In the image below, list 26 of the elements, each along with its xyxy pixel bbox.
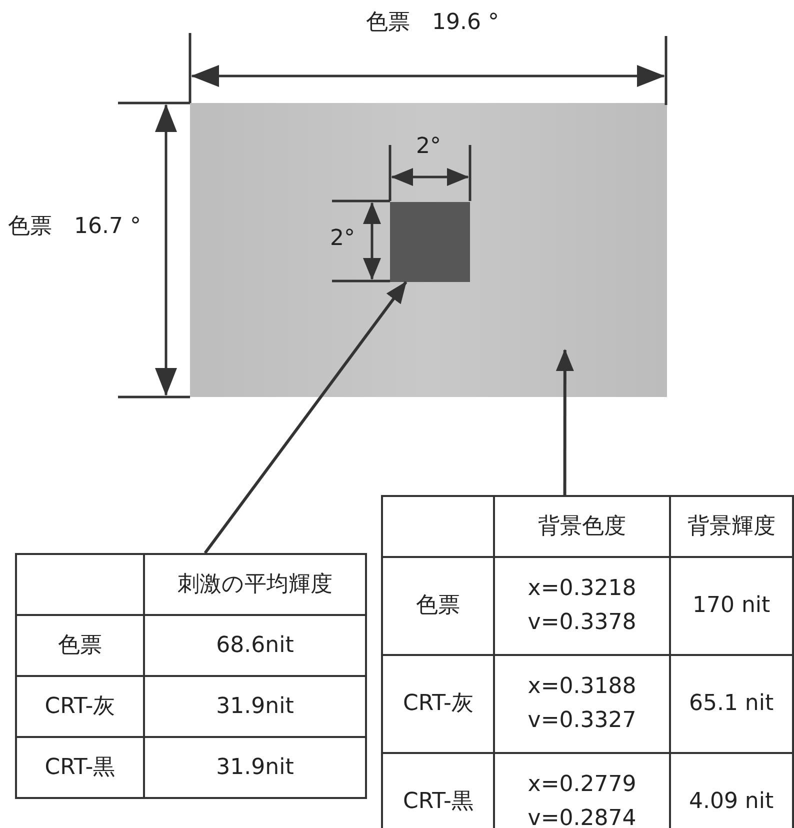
- value-cell: x=0.3188 v=0.3327: [494, 655, 670, 753]
- header-cell: 背景輝度: [670, 496, 793, 557]
- header-cell: 背景色度: [494, 496, 670, 557]
- row-label-cell: CRT-黒: [16, 737, 144, 798]
- row-label-cell: CRT-灰: [16, 676, 144, 737]
- dimension-label: 2°: [330, 226, 356, 252]
- leader-line: [204, 281, 408, 554]
- data-table: [381, 495, 794, 828]
- value-cell: 31.9nit: [144, 737, 366, 798]
- data-table: [15, 553, 367, 799]
- header-cell: 刺激の平均輝度: [144, 554, 366, 615]
- value-cell: 170 nit: [670, 557, 793, 655]
- row-label-cell: 色票: [382, 557, 494, 655]
- dimension-label: 2°: [416, 134, 442, 160]
- row-label-cell: CRT-黒: [382, 753, 494, 828]
- leader-line: [556, 348, 574, 495]
- background-color-field: [190, 103, 667, 397]
- row-label-cell: CRT-灰: [382, 655, 494, 753]
- stimulus-square: [390, 202, 470, 282]
- value-cell: 65.1 nit: [670, 655, 793, 753]
- row-label-cell: 色票: [16, 615, 144, 676]
- dimension-label: 色票 19.6 °: [366, 10, 500, 36]
- value-cell: 68.6nit: [144, 615, 366, 676]
- dimension-label: 色票 16.7 °: [8, 214, 142, 240]
- value-cell: x=0.3218 v=0.3378: [494, 557, 670, 655]
- value-cell: 31.9nit: [144, 676, 366, 737]
